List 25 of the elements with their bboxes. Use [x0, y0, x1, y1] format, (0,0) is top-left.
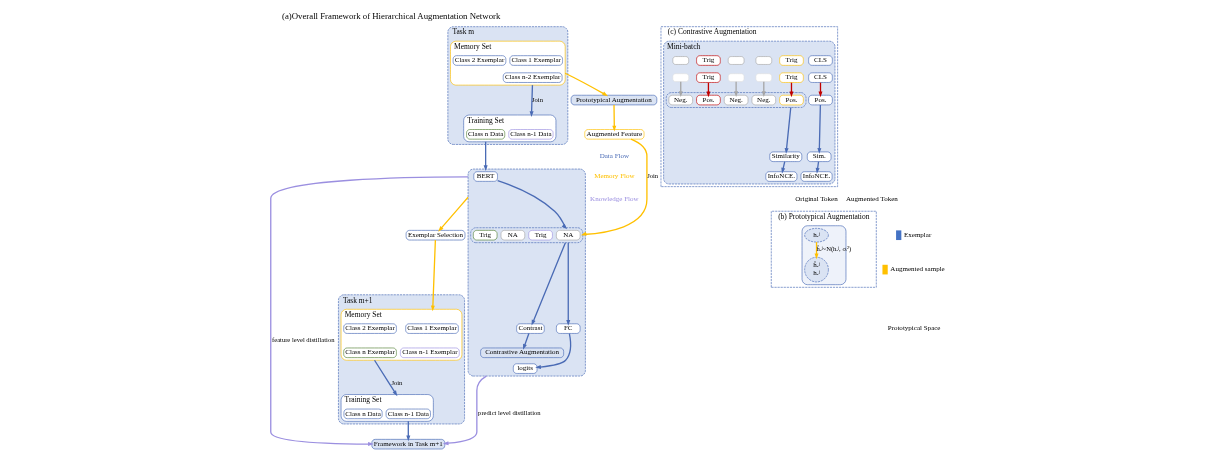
- arrow: [529, 84, 534, 117]
- arrow: [733, 81, 738, 98]
- arrow: [269, 176, 469, 447]
- arrow: [373, 359, 397, 397]
- diagram-title: (a)Overall Framework of Hierarchical Augmentation Network: [281, 10, 500, 21]
- arrow: [522, 332, 529, 350]
- arrow: [816, 104, 821, 154]
- arrow: [564, 72, 608, 97]
- arrow: [565, 242, 570, 326]
- arrow: [815, 161, 820, 174]
- node-box: [755, 73, 772, 82]
- node-box: [727, 56, 744, 65]
- arrow: [784, 106, 791, 154]
- arrow: [534, 332, 571, 370]
- node-box: [672, 56, 689, 65]
- arrow: [611, 104, 616, 132]
- node-box: [755, 56, 772, 65]
- arrow: [442, 375, 487, 446]
- node-box: [672, 73, 689, 82]
- node-box: [727, 73, 744, 82]
- arrow: [580, 138, 648, 236]
- arrow: [496, 179, 567, 230]
- arrow: [437, 196, 469, 232]
- arrow: [430, 239, 436, 312]
- arrow: [483, 141, 488, 172]
